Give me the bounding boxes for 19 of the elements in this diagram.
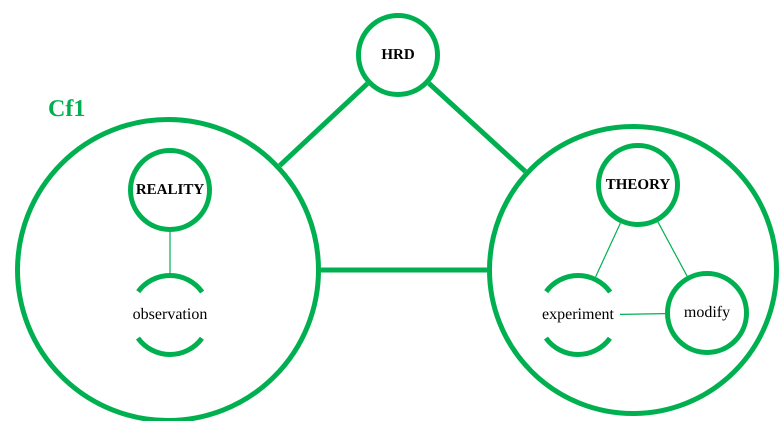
circle-node	[128, 148, 212, 232]
connector-line	[321, 268, 487, 272]
group-label: Cf1	[48, 96, 86, 123]
circle-node	[356, 13, 440, 97]
connector-line	[657, 222, 688, 276]
node-label: HRD	[381, 46, 415, 64]
connector-line	[278, 82, 370, 168]
connector-line	[427, 82, 527, 174]
connector-line	[169, 232, 171, 273]
circle-node	[665, 271, 749, 355]
node-label: THEORY	[606, 176, 670, 194]
node-label: experiment	[542, 306, 614, 324]
group-circle	[487, 124, 779, 416]
node-label: REALITY	[136, 182, 204, 198]
connector-line	[620, 313, 666, 315]
circle-node	[596, 143, 680, 227]
node-label: modify	[684, 304, 730, 322]
node-label: observation	[132, 306, 208, 324]
connector-line	[595, 222, 621, 278]
